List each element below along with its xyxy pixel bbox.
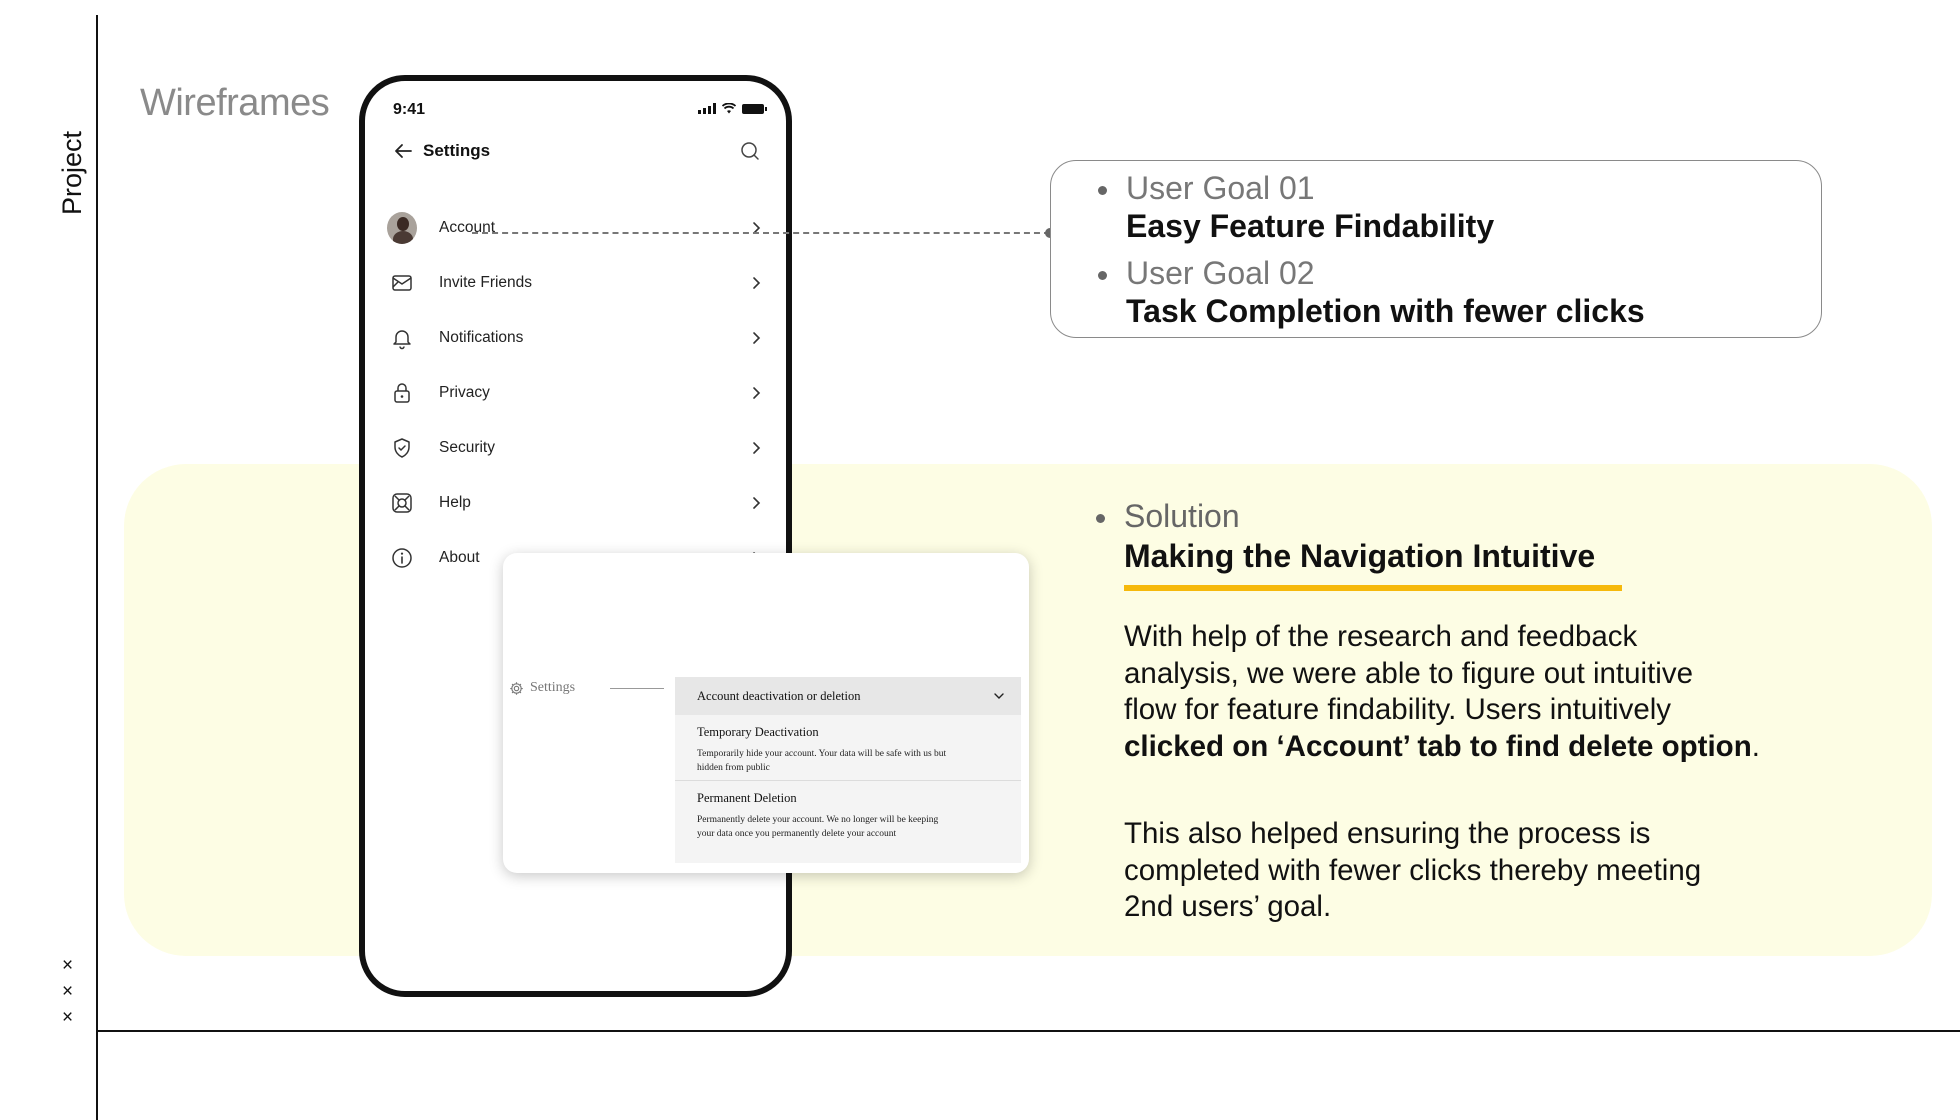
paragraph-end: .: [1751, 729, 1760, 763]
bell-icon: [393, 329, 411, 349]
lock-icon: [394, 382, 410, 403]
side-mark: ×: [62, 981, 74, 1002]
bottom-horizontal-rule: [96, 1030, 1960, 1032]
solution-text: Making the Navigation Intuitive: [1124, 538, 1596, 574]
invite-icon: [392, 274, 412, 291]
left-vertical-rule: [96, 15, 98, 1120]
user-goal: User Goal 02 Task Completion with fewer …: [1098, 254, 1645, 330]
side-marks: × × ×: [62, 953, 73, 1031]
solution-paragraph-2: This also helped ensuring the process is…: [1124, 816, 1824, 926]
paragraph-emphasis: clicked on ‘Account’ tab to find delete …: [1124, 729, 1752, 763]
gear-icon: [510, 681, 523, 695]
solution-heading: Solution Making the Navigation Intuitive: [1096, 496, 1596, 576]
app-header: Settings: [391, 136, 762, 166]
menu-item-privacy[interactable]: Privacy: [387, 365, 764, 420]
status-icons: [698, 103, 767, 114]
battery-icon: [742, 103, 767, 114]
menu-item-invite-friends[interactable]: Invite Friends: [387, 255, 764, 310]
menu-item-account[interactable]: Account: [387, 200, 764, 255]
paragraph-line: completed with fewer clicks thereby meet…: [1124, 853, 1702, 887]
side-mark: ×: [62, 1007, 74, 1028]
signal-icon: [698, 103, 716, 114]
paragraph-line: analysis, we were able to figure out int…: [1124, 656, 1693, 690]
chevron-right-icon: [753, 331, 761, 344]
option-description: Permanently delete your account. We no l…: [697, 813, 999, 841]
menu-item-label: Help: [439, 493, 471, 511]
dotted-connector: [472, 232, 1050, 234]
status-time: 9:41: [393, 101, 426, 118]
account-deletion-dropdown[interactable]: Account deactivation or deletion: [675, 677, 1021, 715]
menu-item-label: Invite Friends: [439, 273, 533, 291]
menu-item-security[interactable]: Security: [387, 420, 764, 475]
chevron-right-icon: [753, 441, 761, 454]
paragraph-line: With help of the research and feedback: [1124, 620, 1638, 653]
menu-item-label: About: [439, 548, 480, 566]
user-goal: User Goal 01 Easy Feature Findability: [1098, 169, 1495, 245]
option-title: Permanent Deletion: [697, 791, 797, 805]
paragraph-line: 2nd users’ goal.: [1124, 890, 1332, 923]
account-deletion-popup: Settings Account deactivation or deletio…: [503, 553, 1029, 873]
shield-icon: [394, 437, 410, 458]
accent-underline: [1124, 585, 1622, 591]
settings-menu: Account Invite Friends Notification: [387, 200, 764, 585]
option-temporary-deactivation[interactable]: Temporary Deactivation Temporarily hide …: [675, 715, 1021, 780]
menu-item-help[interactable]: Help: [387, 475, 764, 530]
goal-title: User Goal 02: [1126, 255, 1315, 291]
goal-text: Task Completion with fewer clicks: [1126, 293, 1645, 329]
user-goals-card: User Goal 01 Easy Feature Findability Us…: [1050, 160, 1822, 338]
paragraph-line: This also helped ensuring the process is: [1124, 817, 1651, 850]
chevron-down-icon: [994, 693, 1004, 699]
page-title: Settings: [423, 141, 491, 160]
avatar: [387, 211, 417, 244]
chevron-right-icon: [753, 276, 761, 289]
popup-breadcrumb: Settings: [509, 680, 575, 696]
menu-item-label: Notifications: [439, 328, 524, 346]
goal-title: User Goal 01: [1126, 170, 1315, 206]
option-description-line: your data once you permanently delete yo…: [697, 829, 897, 839]
bullet: [1098, 186, 1107, 195]
info-icon: [392, 547, 412, 568]
option-description-line: Temporarily hide your account. Your data…: [697, 749, 947, 759]
lifebuoy-icon: [392, 492, 412, 513]
wifi-icon: [722, 103, 736, 114]
section-title: Wireframes: [140, 82, 330, 124]
solution-paragraph-1: With help of the research and feedback a…: [1124, 619, 1824, 765]
deletion-panel: Account deactivation or deletion Tempora…: [675, 677, 1021, 863]
popup-crumb-label: Settings: [530, 680, 576, 695]
option-description-line: Permanently delete your account. We no l…: [697, 815, 939, 825]
chevron-right-icon: [753, 221, 761, 234]
crumb-connector: [610, 688, 664, 689]
paragraph-line: flow for feature findability. Users intu…: [1124, 693, 1672, 726]
menu-item-label: Account: [439, 218, 496, 236]
bullet: [1098, 271, 1107, 280]
menu-item-label: Security: [439, 438, 495, 456]
dropdown-label: Account deactivation or deletion: [697, 688, 861, 703]
option-title: Temporary Deactivation: [697, 725, 819, 739]
menu-item-label: Privacy: [439, 383, 490, 401]
back-arrow-icon[interactable]: [391, 139, 415, 163]
side-label: Project: [57, 130, 87, 215]
search-icon[interactable]: [738, 139, 762, 163]
option-description-line: hidden from public: [697, 763, 770, 773]
bullet: [1096, 514, 1105, 523]
solution-title: Solution: [1124, 498, 1240, 534]
chevron-right-icon: [753, 386, 761, 399]
option-description: Temporarily hide your account. Your data…: [697, 747, 999, 775]
goal-text: Easy Feature Findability: [1126, 208, 1495, 244]
paragraph-line: clicked on ‘Account’ tab to find delete …: [1124, 729, 1824, 766]
side-mark: ×: [62, 955, 74, 976]
option-permanent-deletion[interactable]: Permanent Deletion Permanently delete yo…: [675, 780, 1021, 845]
menu-item-notifications[interactable]: Notifications: [387, 310, 764, 365]
chevron-right-icon: [753, 496, 761, 509]
